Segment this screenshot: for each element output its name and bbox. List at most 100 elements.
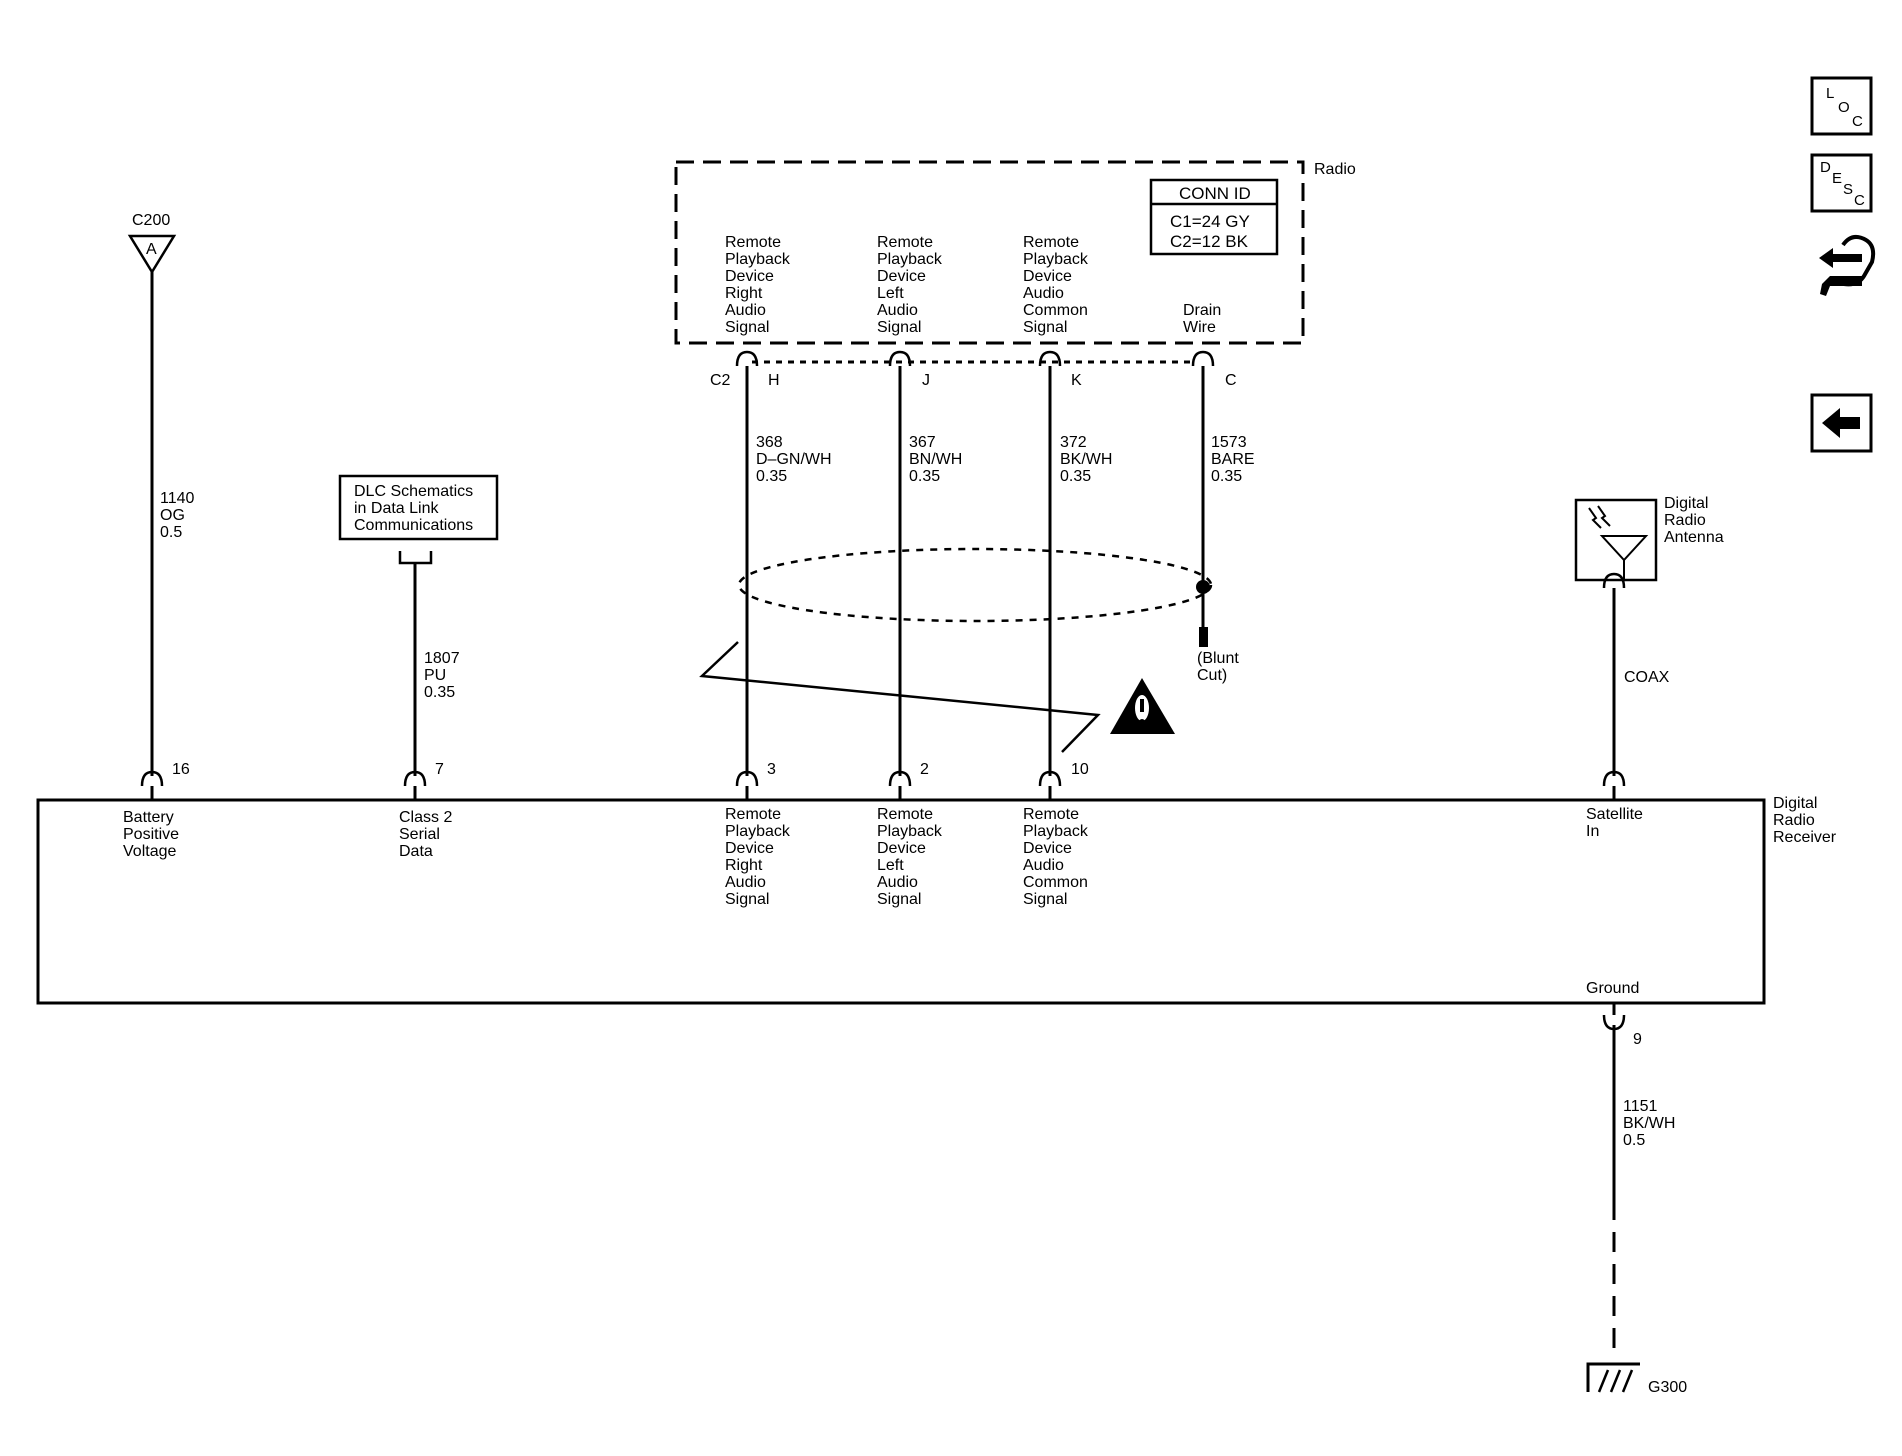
svg-text:BARE: BARE (1211, 451, 1255, 468)
svg-text:367: 367 (909, 434, 936, 451)
svg-text:Receiver: Receiver (1773, 829, 1837, 846)
wire-label-1140: 1140 OG 0.5 (160, 490, 195, 541)
svg-text:L: L (1826, 85, 1834, 102)
svg-text:S: S (1843, 181, 1853, 198)
radio-pin-j: J (922, 372, 930, 389)
svg-text:1151: 1151 (1623, 1098, 1658, 1115)
radio-terminal-common: Remote Playback Device Audio Common Sign… (1023, 234, 1089, 336)
svg-text:Serial: Serial (399, 826, 440, 843)
wire-label-1573: 1573 BARE 0.35 (1211, 434, 1255, 485)
svg-text:0.35: 0.35 (424, 684, 455, 701)
conn-id-c2: C2=12 BK (1170, 232, 1249, 251)
svg-text:Signal: Signal (877, 319, 921, 336)
svg-text:0.35: 0.35 (756, 468, 787, 485)
back-arrow-button[interactable] (1810, 393, 1873, 453)
receiver-terminal-serial: Class 2 Serial Data (399, 809, 452, 860)
svg-text:D–GN/WH: D–GN/WH (756, 451, 832, 468)
svg-text:Signal: Signal (725, 891, 769, 908)
conn-id-title: CONN ID (1179, 184, 1251, 203)
svg-text:Voltage: Voltage (123, 843, 176, 860)
desc-button[interactable]: D E S C (1810, 153, 1873, 213)
svg-text:0.5: 0.5 (160, 524, 182, 541)
svg-text:Digital: Digital (1664, 495, 1708, 512)
svg-text:Positive: Positive (123, 826, 179, 843)
receiver-pin-16: 16 (172, 761, 190, 778)
svg-text:Digital: Digital (1773, 795, 1817, 812)
svg-text:Radio: Radio (1773, 812, 1815, 829)
g300-label: G300 (1648, 1379, 1687, 1396)
svg-text:Right: Right (725, 857, 763, 874)
svg-text:Right: Right (725, 285, 763, 302)
wire-label-coax: COAX (1624, 669, 1670, 686)
svg-text:Communications: Communications (354, 517, 473, 534)
connector-repair-icon[interactable] (1819, 234, 1876, 296)
receiver-pin-10: 10 (1071, 761, 1089, 778)
wire-label-1807: 1807 PU 0.35 (424, 650, 460, 701)
receiver-terminal-right: Remote Playback Device Right Audio Signa… (725, 806, 791, 908)
svg-text:Device: Device (725, 840, 774, 857)
receiver-pin-9: 9 (1633, 1031, 1642, 1048)
dlc-box (338, 474, 499, 541)
radio-pin-c: C (1225, 372, 1237, 389)
svg-text:Audio: Audio (725, 874, 766, 891)
blunt-cut-label: (Blunt Cut) (1197, 650, 1239, 684)
svg-text:368: 368 (756, 434, 783, 451)
svg-text:0.35: 0.35 (1060, 468, 1091, 485)
svg-text:Data: Data (399, 843, 433, 860)
radio-terminal-right: Remote Playback Device Right Audio Signa… (725, 234, 791, 336)
svg-text:Remote: Remote (877, 806, 933, 823)
drain-splice-dot (1196, 580, 1210, 594)
svg-text:Device: Device (877, 268, 926, 285)
antenna-box (1574, 498, 1658, 582)
svg-text:C: C (1852, 113, 1863, 130)
dlc-reference: DLC Schematics in Data Link Communicatio… (354, 483, 473, 534)
c200-label: C200 (132, 212, 170, 229)
svg-text:Antenna: Antenna (1664, 529, 1724, 546)
svg-text:Audio: Audio (1023, 285, 1064, 302)
svg-text:Playback: Playback (725, 251, 791, 268)
radio-terminal-left: Remote Playback Device Left Audio Signal (877, 234, 943, 336)
svg-text:Signal: Signal (1023, 891, 1067, 908)
receiver-terminal-common: Remote Playback Device Audio Common Sign… (1023, 806, 1089, 908)
wire-label-367: 367 BN/WH 0.35 (909, 434, 962, 485)
radio-terminal-drain: Drain Wire (1183, 302, 1221, 336)
svg-text:0.5: 0.5 (1623, 1132, 1645, 1149)
svg-text:Signal: Signal (1023, 319, 1067, 336)
receiver-terminal-battery: Battery Positive Voltage (123, 809, 179, 860)
svg-text:Drain: Drain (1183, 302, 1221, 319)
svg-text:Remote: Remote (725, 234, 781, 251)
receiver-pin-2: 2 (920, 761, 929, 778)
svg-text:Remote: Remote (877, 234, 933, 251)
receiver-ground-label: Ground (1586, 980, 1639, 997)
svg-text:DLC Schematics: DLC Schematics (354, 483, 473, 500)
svg-text:Device: Device (1023, 840, 1072, 857)
loc-button[interactable]: L O C (1810, 76, 1873, 136)
receiver-terminal-left: Remote Playback Device Left Audio Signal (877, 806, 943, 908)
svg-text:Common: Common (1023, 874, 1088, 891)
wire-label-372: 372 BK/WH 0.35 (1060, 434, 1112, 485)
svg-text:Device: Device (1023, 268, 1072, 285)
svg-text:1573: 1573 (1211, 434, 1247, 451)
svg-text:Left: Left (877, 857, 904, 874)
radio-pin-k: K (1071, 372, 1082, 389)
c200-pin: A (146, 241, 157, 258)
shield-ellipse (737, 547, 1213, 623)
svg-text:Audio: Audio (877, 302, 918, 319)
svg-text:Wire: Wire (1183, 319, 1216, 336)
svg-text:1140: 1140 (160, 490, 195, 507)
radio-connector-c2: C2 (710, 372, 731, 389)
svg-text:Satellite: Satellite (1586, 806, 1643, 823)
svg-text:0.35: 0.35 (1211, 468, 1242, 485)
svg-text:BN/WH: BN/WH (909, 451, 962, 468)
svg-text:Battery: Battery (123, 809, 174, 826)
svg-text:Left: Left (877, 285, 904, 302)
svg-text:Signal: Signal (877, 891, 921, 908)
svg-text:Playback: Playback (725, 823, 791, 840)
svg-text:Playback: Playback (877, 823, 943, 840)
svg-text:Audio: Audio (725, 302, 766, 319)
conn-id-c1: C1=24 GY (1170, 212, 1250, 231)
twisted-pair-marker (699, 641, 1101, 753)
svg-text:0.35: 0.35 (909, 468, 940, 485)
radio-pin-h: H (768, 372, 780, 389)
